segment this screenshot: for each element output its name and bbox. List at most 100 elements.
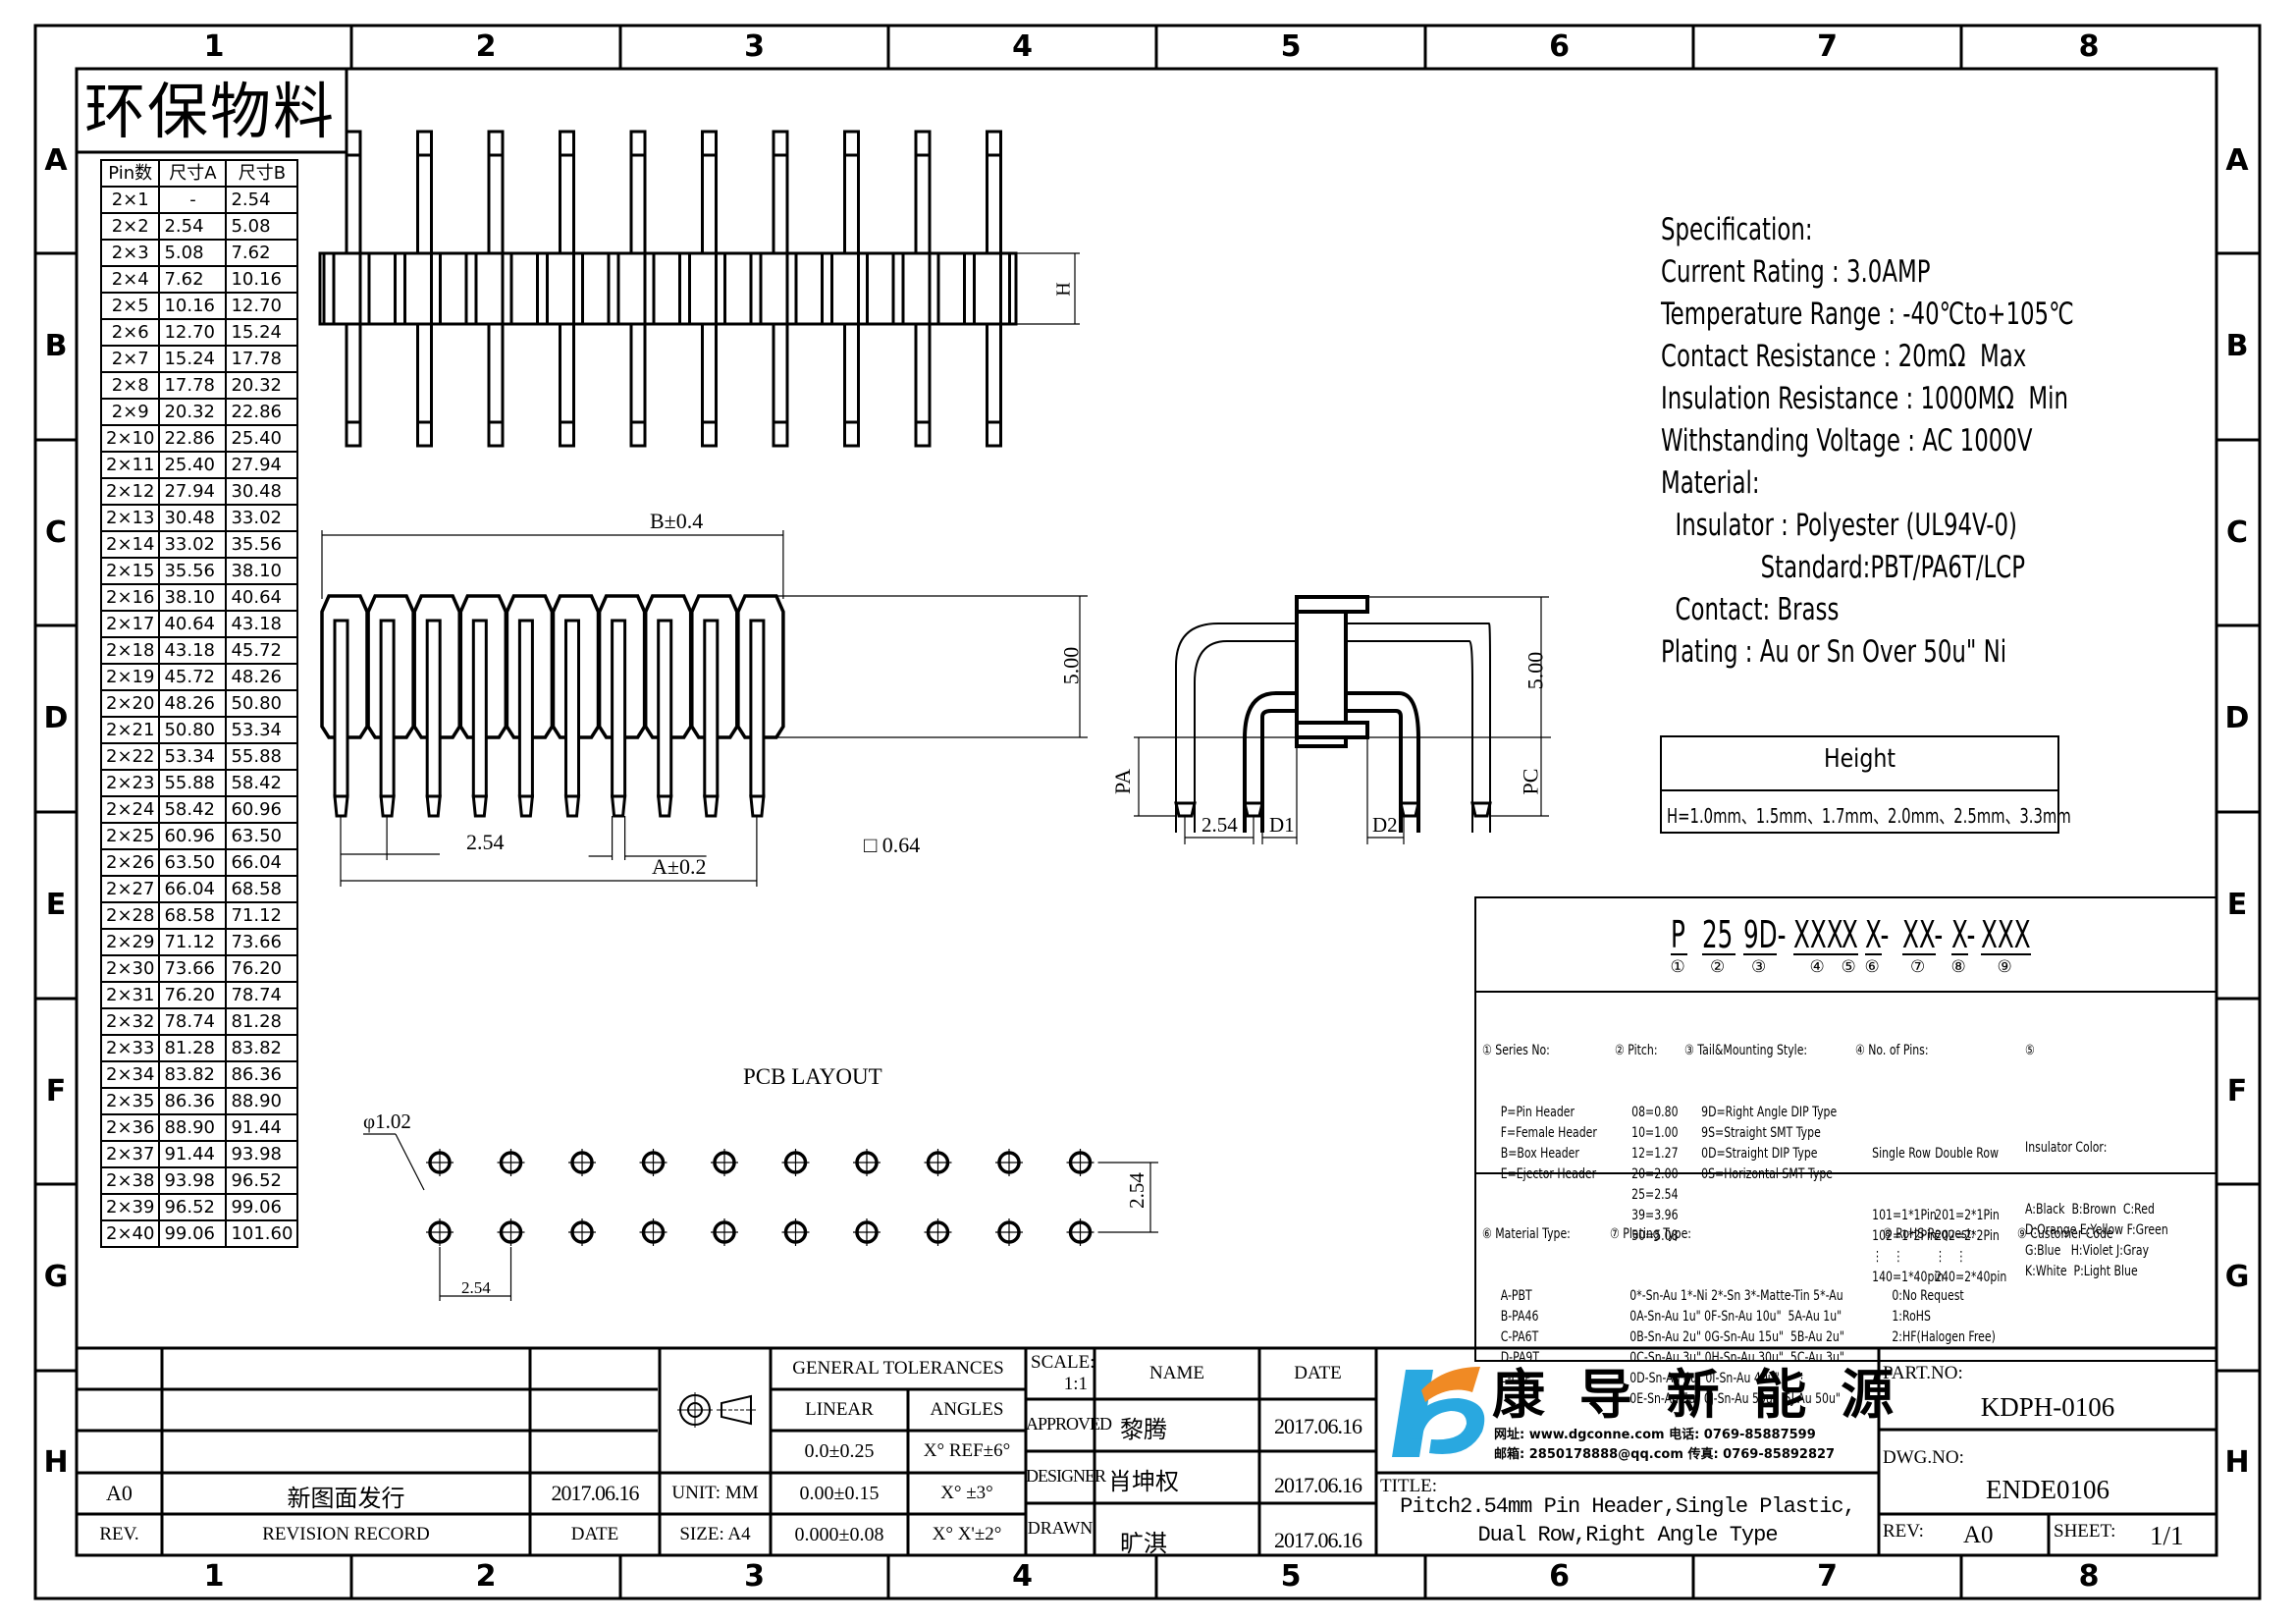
pin-tip <box>471 794 488 818</box>
size-label: SIZE: A4 <box>679 1524 751 1544</box>
cell-dim-a: 30.48 <box>158 504 228 532</box>
housing-cavity <box>688 251 718 326</box>
legend-item: ⋮ ⋮ <box>1872 1249 1904 1265</box>
leader <box>395 1133 425 1191</box>
linear-tol-2: 0.00±0.15 <box>799 1483 880 1504</box>
pin-tip <box>563 794 581 818</box>
pcb-hole <box>853 1149 881 1176</box>
cell-dim-a: 68.58 <box>158 901 228 930</box>
cell-dim-a: 96.52 <box>158 1193 228 1221</box>
legend-item: 08=0.80 <box>1631 1105 1679 1120</box>
cell-dim-b: 55.88 <box>225 742 299 771</box>
housing-cavity <box>830 251 860 326</box>
spec-line: Contact: Brass <box>1661 592 1840 627</box>
housing-cavity <box>616 251 647 326</box>
cell-pin-count: 2×27 <box>99 875 161 903</box>
cell-dim-a: 63.50 <box>158 848 228 877</box>
side-dim-pitch: 2.54 <box>1201 813 1238 837</box>
cell-pin-count: 2×21 <box>99 716 161 744</box>
zone-column-label: 8 <box>2078 29 2100 64</box>
spec-line: Material: <box>1661 465 1760 501</box>
pcb-hole <box>781 1218 810 1246</box>
cell-dim-b: 81.28 <box>225 1007 299 1036</box>
cell-pin-count: 2×6 <box>99 318 161 347</box>
legend-item: 10=1.00 <box>1631 1125 1679 1141</box>
legend-plating-title: ⑦ Plating Type: <box>1610 1226 1691 1242</box>
pin <box>425 619 442 798</box>
cell-dim-b: 71.12 <box>225 901 299 930</box>
pcb-hole <box>924 1218 952 1246</box>
legend-item: G:Blue H:Violet J:Gray <box>2025 1243 2150 1259</box>
cell-pin-count: 2×20 <box>99 689 161 718</box>
dim-pin-size: □ 0.64 <box>864 833 921 857</box>
legend-item: P=Pin Header <box>1500 1105 1575 1120</box>
cell-dim-b: 12.70 <box>225 292 299 320</box>
cell-dim-a: 20.32 <box>158 398 228 426</box>
height-box-title: Height <box>1823 744 1896 774</box>
table-row: 2×1-2.54 <box>99 186 299 214</box>
part-number-segment: X- <box>1865 913 1890 956</box>
part-number-segment: XX- <box>1902 913 1944 956</box>
drawing-title-line2: Dual Row,Right Angle Type <box>1477 1523 1778 1547</box>
legend-item: 102=1*2Pin <box>1872 1228 1937 1244</box>
legend-item: 1:RoHS <box>1892 1309 1931 1325</box>
zone-column-label: 5 <box>1280 29 1302 64</box>
pcb-hole <box>426 1149 454 1176</box>
cell-dim-a: 17.78 <box>158 371 228 400</box>
pin <box>611 619 627 798</box>
cell-dim-a: 10.16 <box>158 292 228 320</box>
cell-dim-a: 83.82 <box>158 1060 228 1089</box>
cell-dim-a: 15.24 <box>158 345 228 373</box>
legend-item: K:White P:Light Blue <box>2025 1264 2138 1279</box>
cell-dim-b: 93.98 <box>225 1140 299 1168</box>
cell-dim-b: 43.18 <box>225 610 299 638</box>
cell-dim-b: 5.08 <box>225 212 299 241</box>
cell-pin-count: 2×4 <box>99 265 161 294</box>
legend-item: 0B-Sn-Au 2u" 0G-Sn-Au 15u" 5B-Au 2u" <box>1629 1329 1844 1345</box>
pcb-layout-drawing <box>363 1133 1158 1301</box>
cell-dim-b: 33.02 <box>225 504 299 532</box>
cell-pin-count: 2×29 <box>99 928 161 956</box>
cell-dim-b: 101.60 <box>225 1219 299 1248</box>
legend-item: 140=1*40pin <box>1872 1270 1945 1285</box>
cell-dim-a: 27.94 <box>158 477 228 506</box>
part-number-index: ⑥ <box>1864 957 1880 976</box>
legend-item: 50=5.08 <box>1631 1228 1679 1244</box>
cell-dim-b: 88.90 <box>225 1087 299 1115</box>
zone-row-label: E <box>2226 888 2248 922</box>
cell-pin-count: 2×28 <box>99 901 161 930</box>
pin-tip <box>425 794 442 818</box>
cell-pin-count: 2×14 <box>99 530 161 559</box>
side-view-dimensions <box>1134 596 1551 844</box>
part-number-segment: X- <box>1951 913 1976 956</box>
legend-pins-double-header: Double Row <box>1935 1146 2000 1162</box>
cell-dim-b: 40.64 <box>225 583 299 612</box>
spec-line: Plating : Au or Sn Over 50u" Ni <box>1661 634 2007 670</box>
general-tolerances-title: GENERAL TOLERANCES <box>792 1358 1004 1379</box>
cell-pin-count: 2×5 <box>99 292 161 320</box>
cell-dim-b: 45.72 <box>225 636 299 665</box>
legend-item: 20=2.00 <box>1631 1166 1679 1182</box>
spec-line: Insulation Resistance : 1000MΩ Min <box>1661 381 2068 416</box>
cell-dim-b: 53.34 <box>225 716 299 744</box>
cell-dim-a: 58.42 <box>158 795 228 824</box>
cell-pin-count: 2×25 <box>99 822 161 850</box>
zone-row-label: F <box>2226 1073 2248 1109</box>
drawn-label: DRAWN <box>1027 1518 1094 1538</box>
